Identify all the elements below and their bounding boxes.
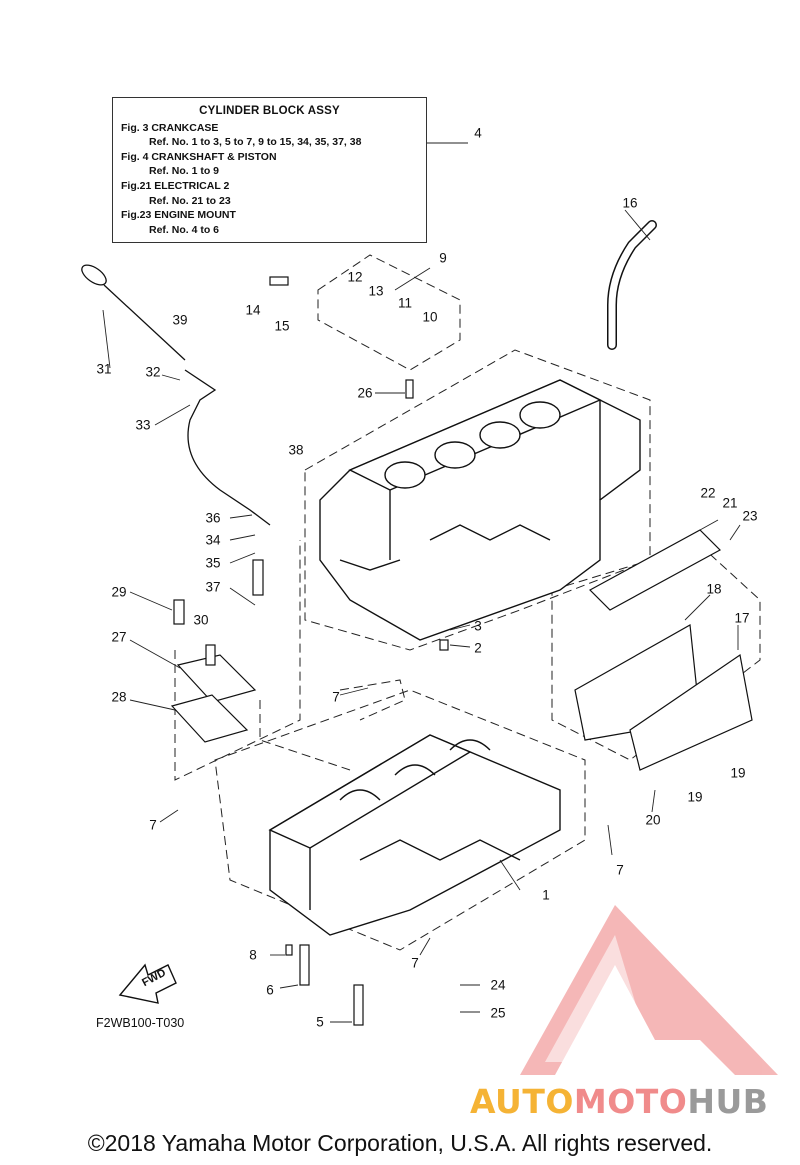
watermark-part-moto: MOTO bbox=[573, 1082, 688, 1121]
watermark-logo bbox=[520, 905, 778, 1075]
info-box: CYLINDER BLOCK ASSY Fig. 3 CRANKCASE Ref.… bbox=[112, 97, 427, 243]
cover-plates bbox=[170, 654, 257, 743]
callout-26: 26 bbox=[357, 385, 373, 401]
diagram-code: F2WB100-T030 bbox=[96, 1016, 185, 1030]
callout-24: 24 bbox=[490, 977, 506, 993]
callout-4: 4 bbox=[474, 125, 482, 141]
callout-19: 19 bbox=[687, 789, 703, 805]
callout-21: 21 bbox=[722, 495, 738, 511]
info-ref: Ref. No. 1 to 3, 5 to 7, 9 to 15, 34, 35… bbox=[149, 136, 362, 149]
callout-18: 18 bbox=[706, 581, 722, 597]
callout-35: 35 bbox=[205, 555, 221, 571]
watermark-part-auto: AUTO bbox=[470, 1082, 574, 1121]
callout-14: 14 bbox=[245, 302, 261, 318]
callout-23: 23 bbox=[742, 508, 758, 524]
watermark-part-hub: HUB bbox=[687, 1082, 769, 1121]
callout-1: 1 bbox=[542, 887, 550, 903]
callout-7: 7 bbox=[332, 689, 340, 705]
leader-lines bbox=[102, 209, 741, 1023]
callout-33: 33 bbox=[135, 417, 151, 433]
callout-13: 13 bbox=[368, 283, 384, 299]
bolts bbox=[173, 276, 449, 1026]
info-fig: Fig.23 ENGINE MOUNT bbox=[121, 209, 236, 222]
dipstick bbox=[81, 264, 271, 526]
exhaust-cover bbox=[574, 529, 753, 771]
fwd-arrow-icon bbox=[118, 963, 177, 1004]
callout-10: 10 bbox=[422, 309, 438, 325]
callout-3: 3 bbox=[474, 618, 482, 634]
callout-38: 38 bbox=[288, 442, 304, 458]
info-box-title: CYLINDER BLOCK ASSY bbox=[199, 105, 340, 117]
cylinder-block bbox=[319, 379, 641, 641]
callout-34: 34 bbox=[205, 532, 221, 548]
callout-2: 2 bbox=[474, 640, 482, 656]
callout-5: 5 bbox=[316, 1014, 324, 1030]
callout-31: 31 bbox=[96, 361, 112, 377]
callout-16: 16 bbox=[622, 195, 638, 211]
callout-37: 37 bbox=[205, 579, 221, 595]
callout-12: 12 bbox=[347, 269, 363, 285]
callout-7: 7 bbox=[149, 817, 157, 833]
callout-22: 22 bbox=[700, 485, 716, 501]
callout-6: 6 bbox=[266, 982, 274, 998]
callout-36: 36 bbox=[205, 510, 221, 526]
crankcase bbox=[268, 734, 561, 936]
callout-29: 29 bbox=[111, 584, 127, 600]
callout-32: 32 bbox=[145, 364, 161, 380]
callout-19: 19 bbox=[730, 765, 746, 781]
callout-28: 28 bbox=[111, 689, 127, 705]
info-fig: Fig.21 ELECTRICAL 2 bbox=[121, 179, 230, 192]
callout-7: 7 bbox=[411, 955, 419, 971]
info-entry: Fig.21 ELECTRICAL 2 Ref. No. 21 to 23 bbox=[121, 179, 418, 208]
callout-8: 8 bbox=[249, 947, 257, 963]
callout-11: 11 bbox=[397, 295, 413, 311]
info-entry: Fig. 4 CRANKSHAFT & PISTON Ref. No. 1 to … bbox=[121, 150, 418, 179]
callout-7: 7 bbox=[616, 862, 624, 878]
callout-30: 30 bbox=[193, 612, 209, 628]
info-ref: Ref. No. 4 to 6 bbox=[149, 223, 220, 236]
callout-9: 9 bbox=[439, 250, 447, 266]
info-fig: Fig. 4 CRANKSHAFT & PISTON bbox=[121, 150, 277, 163]
callout-25: 25 bbox=[490, 1005, 506, 1021]
info-ref: Ref. No. 21 to 23 bbox=[149, 194, 231, 207]
info-fig: Fig. 3 CRANKCASE bbox=[121, 121, 219, 134]
callout-17: 17 bbox=[734, 610, 750, 626]
callout-15: 15 bbox=[274, 318, 290, 334]
info-entry: Fig. 3 CRANKCASE Ref. No. 1 to 3, 5 to 7,… bbox=[121, 121, 418, 150]
callout-20: 20 bbox=[645, 812, 661, 828]
watermark-text: AUTOMOTOHUB bbox=[470, 1082, 768, 1121]
callout-27: 27 bbox=[111, 629, 127, 645]
info-ref: Ref. No. 1 to 9 bbox=[149, 165, 220, 178]
copyright-notice: ©2018 Yamaha Motor Corporation, U.S.A. A… bbox=[87, 1130, 713, 1156]
callout-39: 39 bbox=[172, 312, 188, 328]
